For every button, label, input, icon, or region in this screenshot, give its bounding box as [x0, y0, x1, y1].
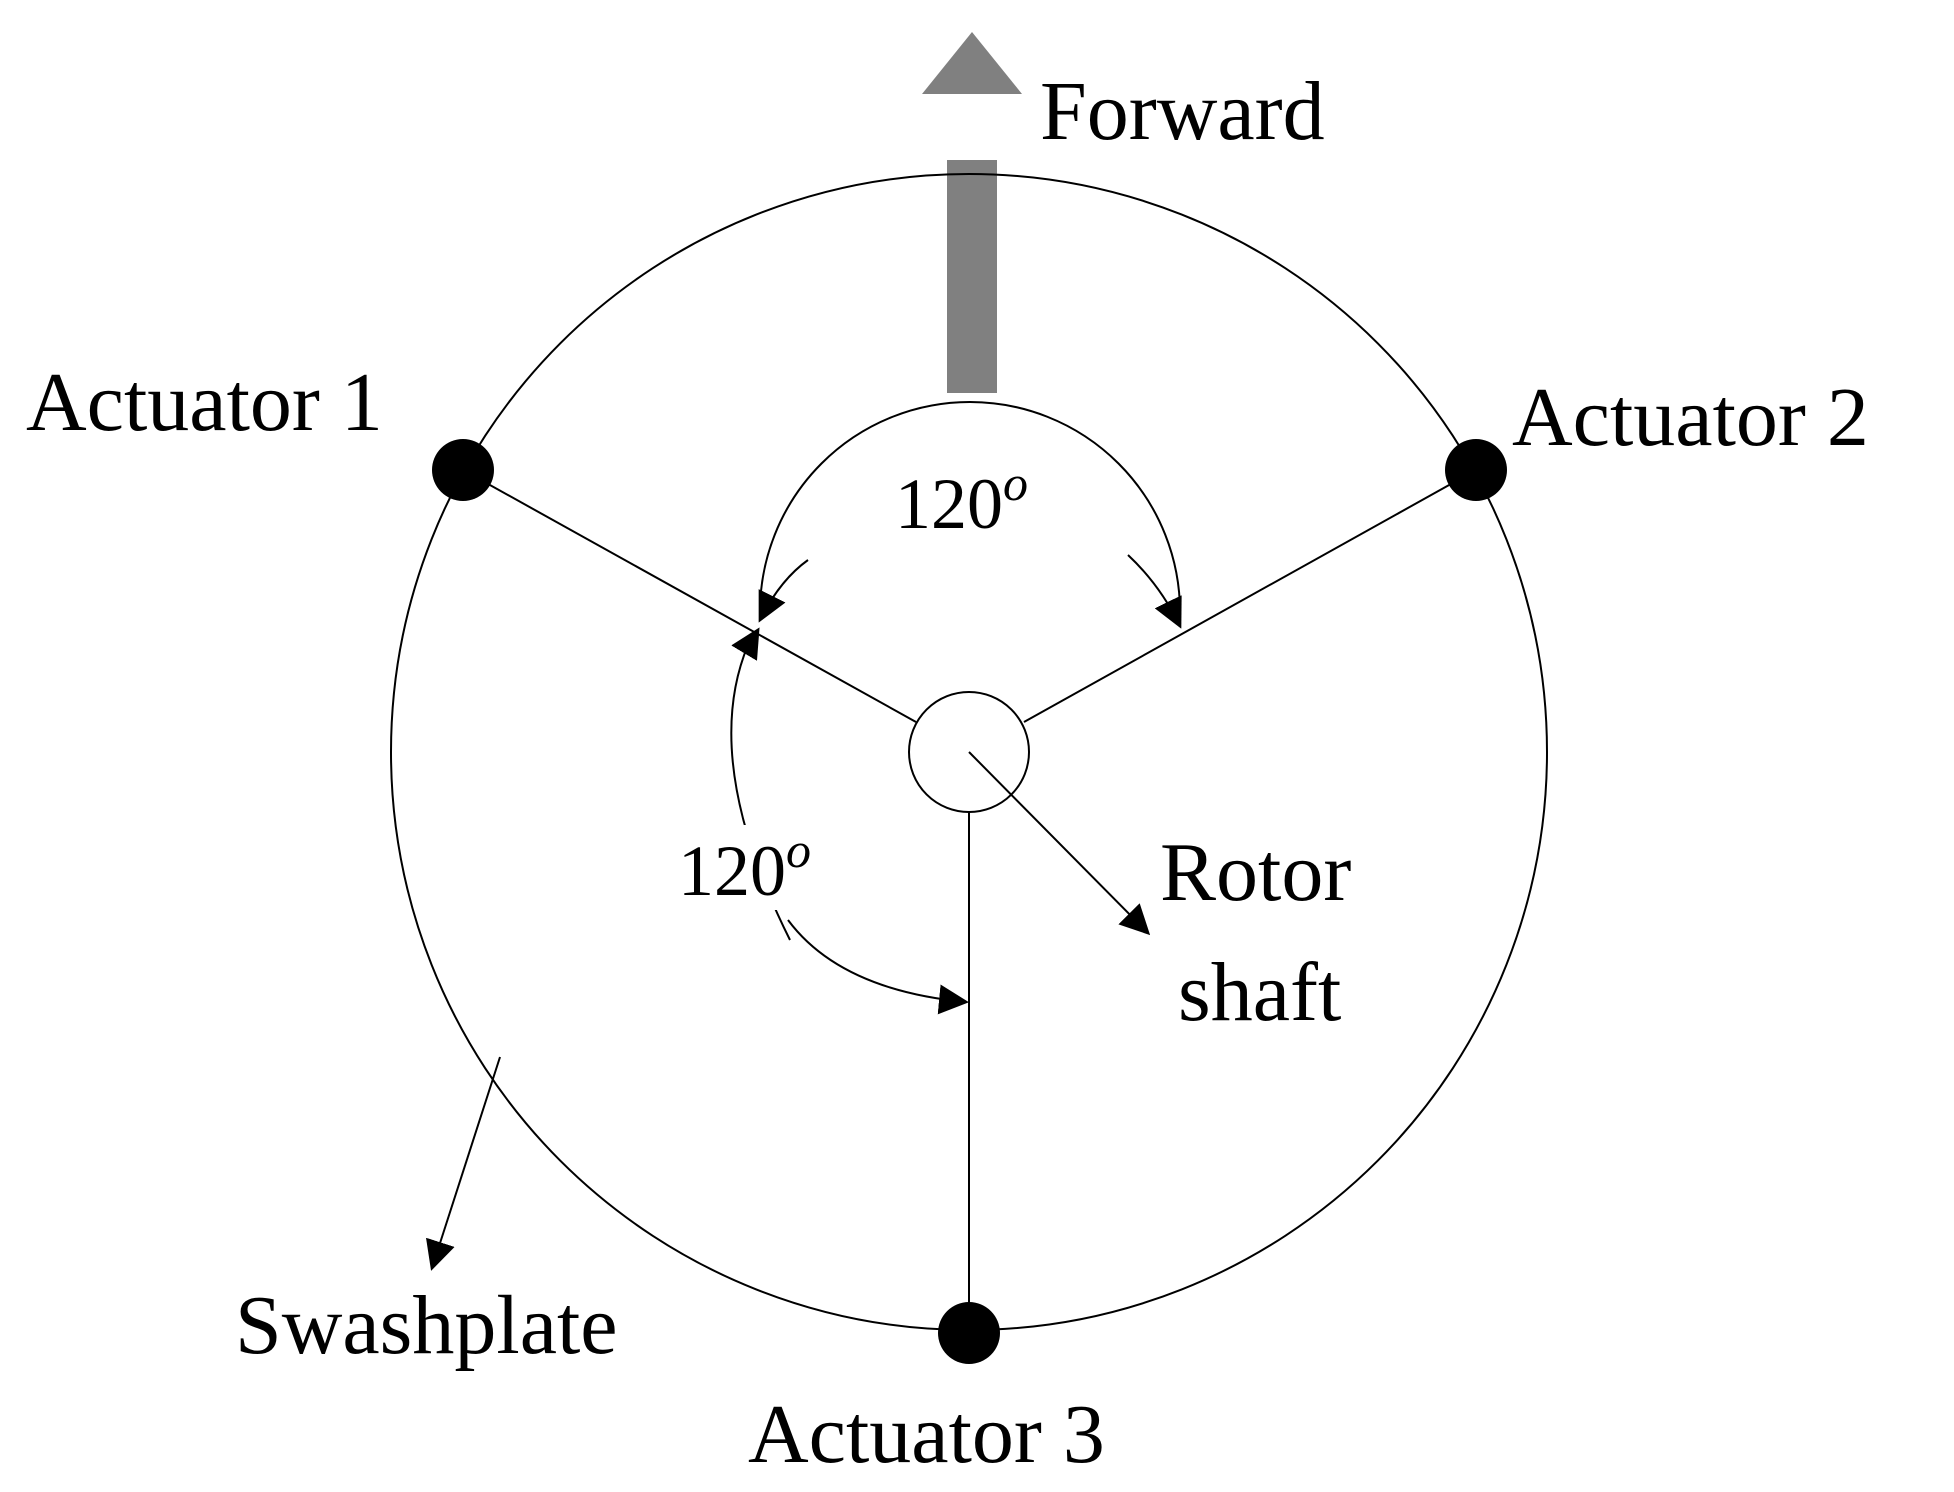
actuator-1-marker-icon: [432, 439, 494, 501]
actuator-3-label: Actuator 3: [748, 1388, 1105, 1481]
actuator-2-marker-icon: [1445, 439, 1507, 501]
rotor-label-line2: shaft: [1178, 946, 1341, 1039]
rotor-label-line1: Rotor: [1160, 826, 1351, 919]
angle-arrow-top-right: [1127, 554, 1182, 629]
swashplate-label: Swashplate: [235, 1279, 618, 1372]
actuator-1-label: Actuator 1: [26, 356, 383, 449]
angle-left-label-bg: [670, 825, 840, 910]
actuator-2-label: Actuator 2: [1512, 371, 1869, 464]
spoke-actuator-2: [1023, 469, 1477, 723]
rotor-shaft-pointer: [968, 751, 1151, 936]
angle-arrow-top-left: [758, 559, 809, 623]
angle-arrow-left-bottom: [787, 919, 969, 1015]
forward-arrow-icon: [922, 32, 1022, 393]
actuator-3-marker-icon: [938, 1302, 1000, 1364]
angle-top-label-bg: [880, 465, 1090, 540]
angle-top-label: 120o: [895, 455, 1028, 544]
angle-left-label: 120o: [678, 822, 811, 911]
angle-arrow-left-top: [731, 627, 760, 661]
angle-arc-top: [759, 401, 1181, 613]
forward-label: Forward: [1040, 65, 1325, 158]
swashplate-pointer: [426, 1056, 501, 1271]
spoke-actuator-1: [462, 469, 917, 723]
